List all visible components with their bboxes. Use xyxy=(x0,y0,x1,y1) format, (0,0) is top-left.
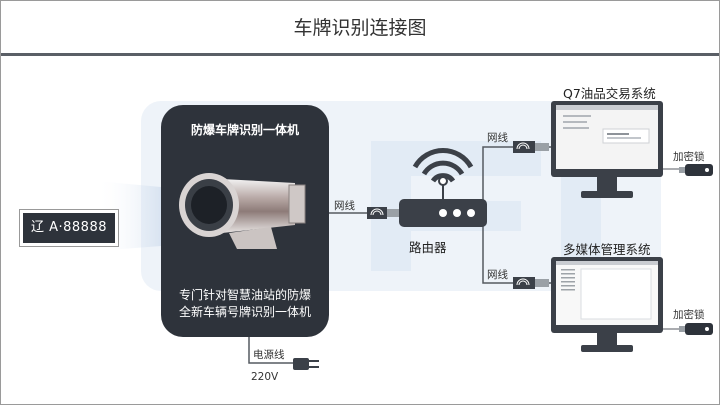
page-title: 车牌识别连接图 xyxy=(293,17,427,39)
net-label-bottom: 网线 xyxy=(487,269,508,281)
dongle-label-bottom: 加密锁 xyxy=(673,309,705,321)
system-bottom-title: 多媒体管理系统 xyxy=(563,242,651,257)
ethernet-plug-icon xyxy=(513,277,549,289)
net-label-top: 网线 xyxy=(487,132,508,144)
ethernet-plug-icon xyxy=(513,141,549,153)
ethernet-plug-icon xyxy=(367,207,399,219)
monitor-icon xyxy=(551,257,663,352)
license-plate: 辽 A·88888 xyxy=(19,209,119,247)
wifi-icon xyxy=(412,148,474,183)
router-icon xyxy=(399,148,487,227)
net-wire-top xyxy=(482,146,553,213)
router-label: 路由器 xyxy=(409,240,447,255)
monitor-icon xyxy=(551,101,663,198)
power-plug-icon xyxy=(293,358,319,370)
net-label-camera: 网线 xyxy=(334,200,355,212)
dongle-label-top: 加密锁 xyxy=(673,151,705,163)
camera-title: 防爆车牌识别一体机 xyxy=(190,123,299,137)
power-label: 电源线 xyxy=(253,349,285,361)
camera-icon xyxy=(179,173,306,249)
system-top-title: Q7油品交易系统 xyxy=(563,86,656,101)
camera-desc-line1: 专门针对智慧油站的防爆 xyxy=(178,288,311,302)
power-wire xyxy=(248,337,301,364)
usb-dongle-icon xyxy=(679,323,713,335)
usb-dongle-icon xyxy=(679,164,713,176)
license-plate-text: 辽 A·88888 xyxy=(23,213,115,243)
voltage-label: 220V xyxy=(251,371,279,383)
camera-desc-line2: 全新车辆号牌识别一体机 xyxy=(178,305,311,319)
title-bar: 车牌识别连接图 xyxy=(1,1,719,56)
camera-description: 专门针对智慧油站的防爆 全新车辆号牌识别一体机 xyxy=(165,287,325,321)
